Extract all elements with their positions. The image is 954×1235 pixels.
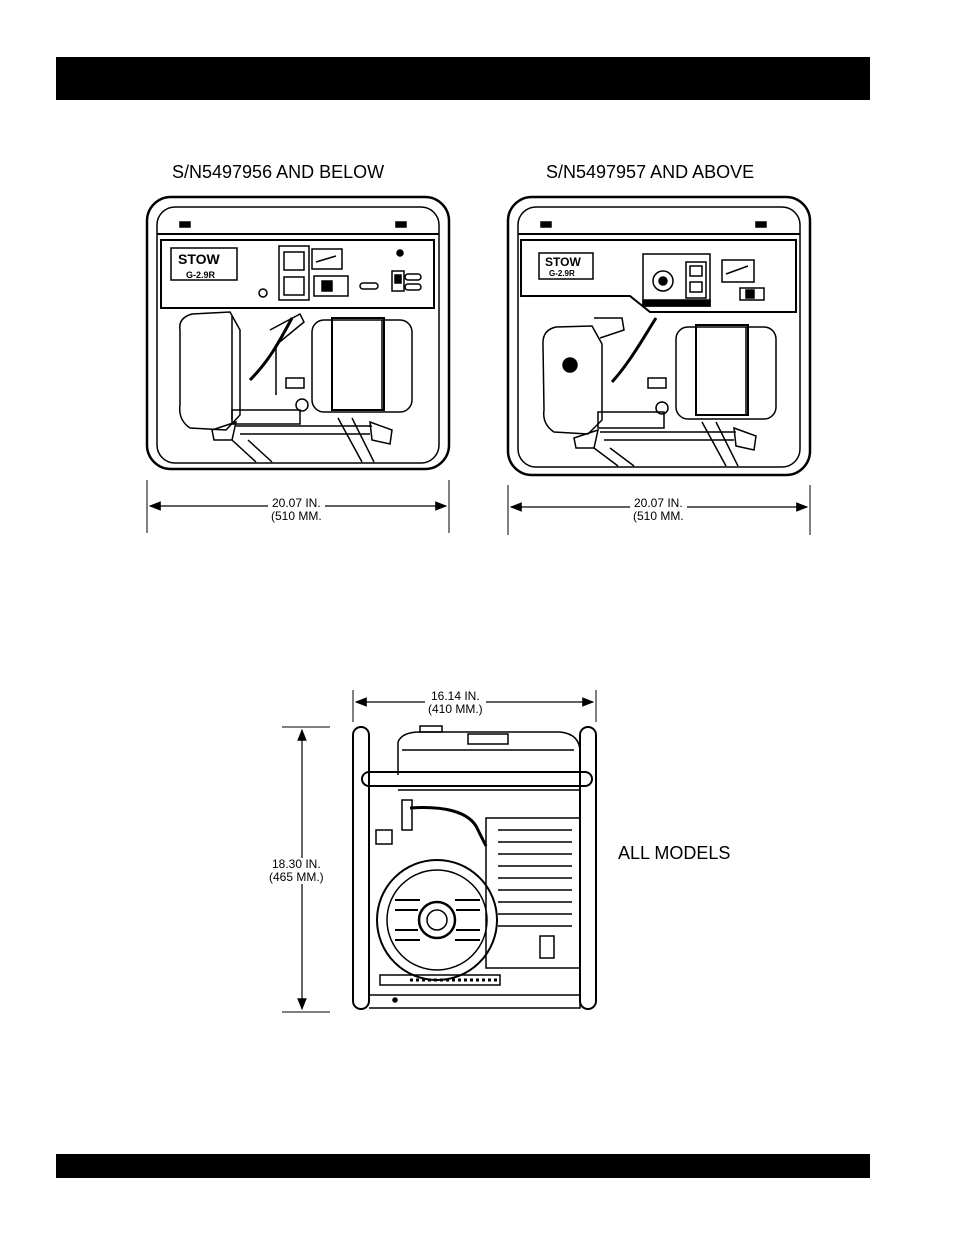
side-view [282,690,596,1012]
width-dimension-left: 20.07 IN. (510 MM. [268,497,325,523]
brand-label-left: STOW [178,251,220,267]
width-dimension-right: 20.07 IN. (510 MM. [630,497,687,523]
width-mm-left: (510 MM. [271,510,322,523]
height-dimension: 18.30 IN. (465 MM.) [266,858,327,884]
depth-dimension: 16.14 IN. (410 MM.) [425,690,486,716]
footer-bar [56,1154,870,1178]
front-view-right [508,197,810,535]
height-mm: (465 MM.) [269,871,324,884]
depth-mm: (410 MM.) [428,703,483,716]
model-label-left: G-2.9R [186,270,215,280]
front-view-left [147,197,449,533]
model-label-right: G-2.9R [549,269,575,278]
brand-label-right: STOW [545,255,581,269]
width-mm-right: (510 MM. [633,510,684,523]
